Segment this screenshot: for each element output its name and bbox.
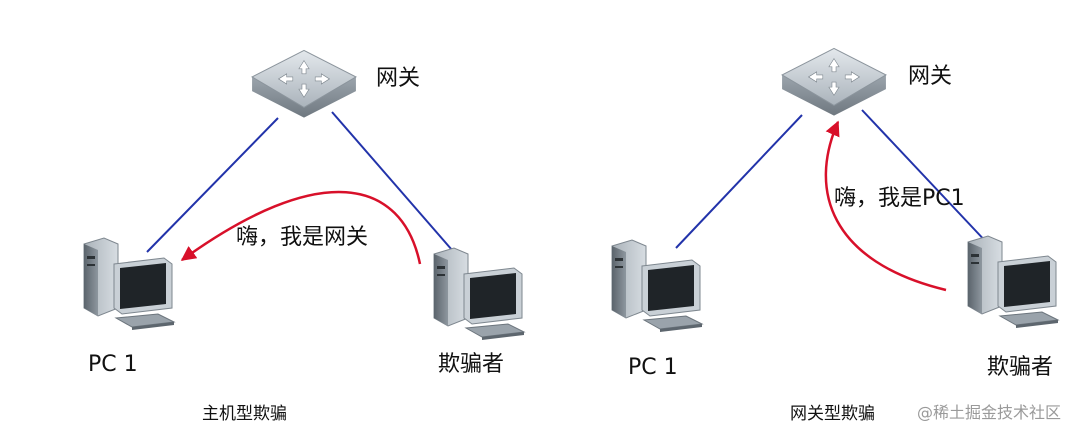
- pc-label: PC 1: [88, 352, 138, 377]
- spoof-message: 嗨，我是PC1: [834, 186, 965, 211]
- pc-label: PC 1: [628, 355, 678, 380]
- diagram-caption: 网关型欺骗: [790, 404, 875, 424]
- link-gateway-attacker: [861, 109, 991, 247]
- spoof-message: 嗨，我是网关: [236, 225, 369, 250]
- router-icon: [251, 49, 357, 119]
- link-gateway-pc: [146, 117, 279, 253]
- attacker-pc-icon: [967, 235, 1059, 329]
- link-gateway-pc: [675, 114, 803, 249]
- spoof-arrow: [824, 120, 947, 292]
- attacker-pc-icon: [433, 247, 525, 341]
- pc-icon: [611, 239, 703, 333]
- pc-icon: [83, 237, 175, 331]
- router-icon: [781, 47, 887, 117]
- watermark: @稀土掘金技术社区: [917, 403, 1062, 422]
- gateway-label: 网关: [376, 66, 421, 91]
- link-gateway-attacker: [331, 111, 453, 251]
- attacker-label: 欺骗者: [987, 355, 1054, 380]
- gateway-label: 网关: [908, 64, 953, 89]
- attacker-label: 欺骗者: [438, 352, 505, 377]
- diagram-caption: 主机型欺骗: [202, 404, 287, 424]
- spoof-arrow: [180, 190, 422, 265]
